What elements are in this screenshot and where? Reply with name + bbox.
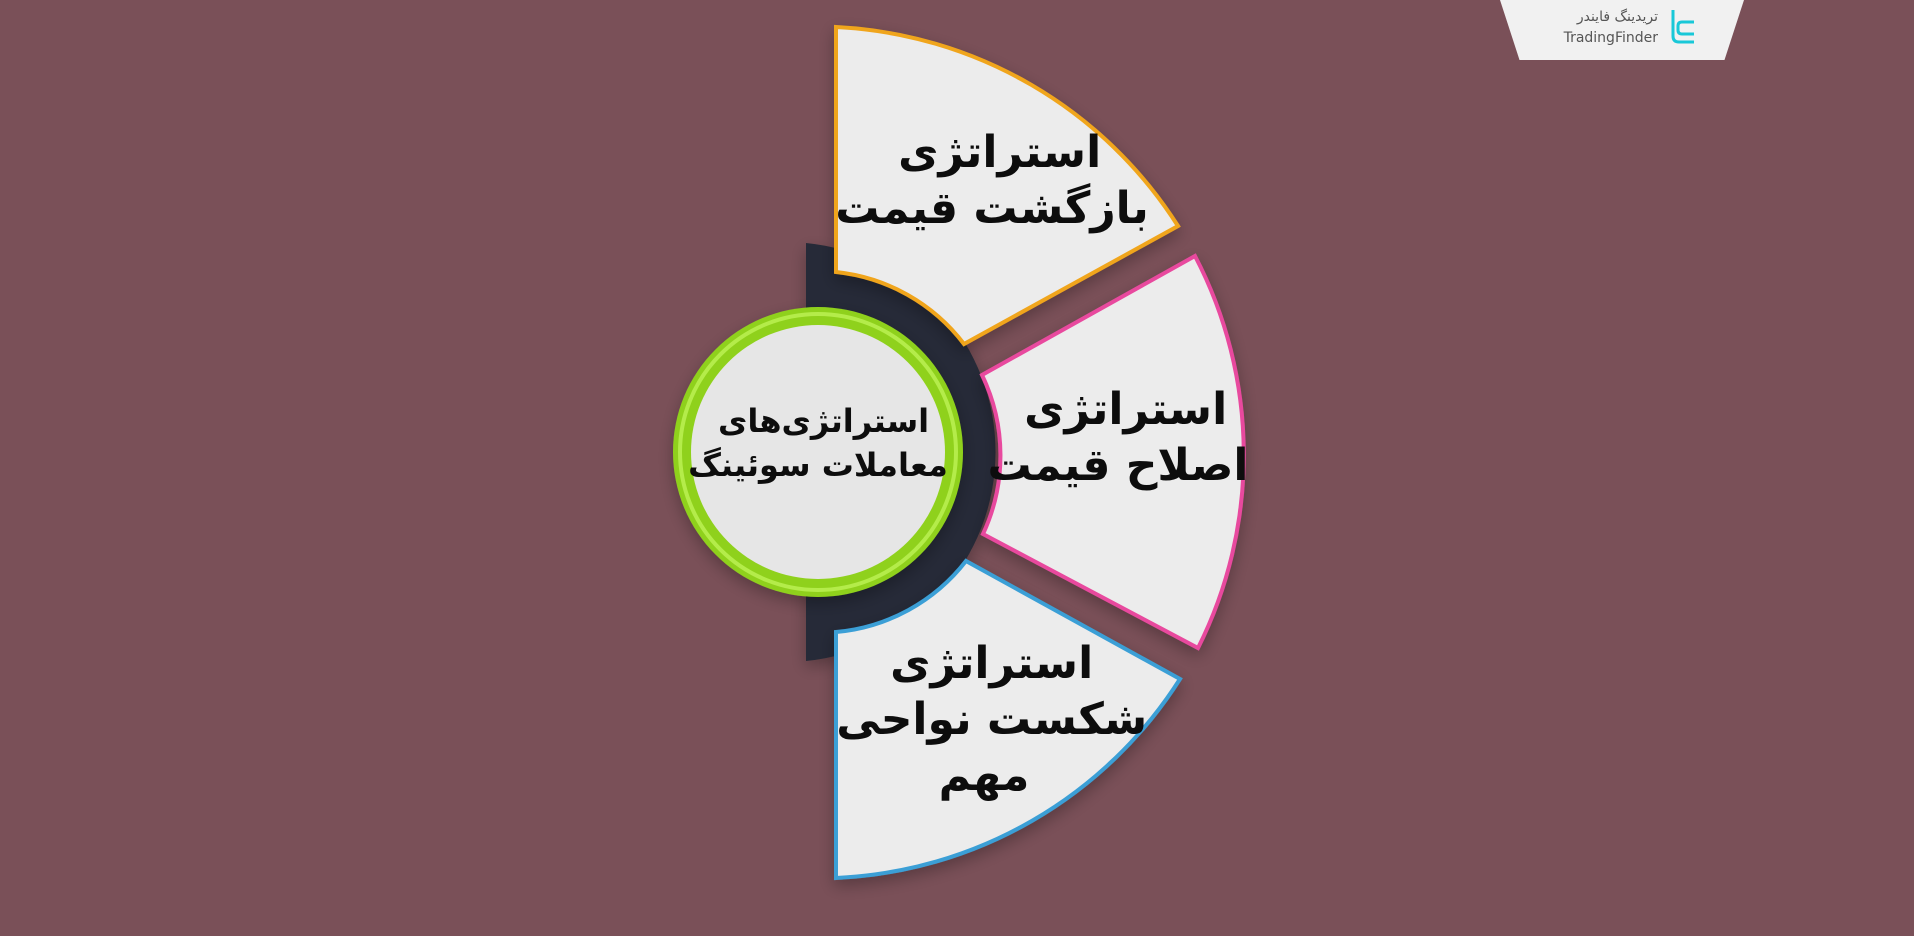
segment-title-line: شکست نواحی: [836, 694, 1147, 745]
center-face: [691, 325, 945, 579]
center-node: استراتژی‌های معاملات سوئینگ: [673, 307, 963, 597]
svg-text:استراتژی اصلاح قیمت: استراتژی اصلاح قیمت: [988, 384, 1249, 491]
segment-title-line: استراتژی: [890, 638, 1093, 689]
svg-text:استراتژی شکست نواحی: استراتژی شکست نواحی مهم: [821, 638, 1147, 801]
segment-card: [979, 253, 1246, 651]
brand-name-en: TradingFinder: [1563, 30, 1658, 46]
center-ring-highlight: [678, 312, 958, 592]
center-title-line: معاملات سوئینگ: [688, 446, 948, 484]
svg-text:استراتژی بازگشت قیمت: استراتژی بازگشت قیمت: [835, 127, 1148, 234]
tradingfinder-logo-icon: [1671, 10, 1694, 44]
center-title-line: استراتژی‌های: [718, 402, 929, 440]
segment-price-correction: استراتژی اصلاح قیمت: [979, 253, 1249, 651]
segment-title-line: استراتژی: [898, 127, 1101, 178]
brand-logo: تریدینگ فایندر TradingFinder: [1500, 0, 1744, 60]
segment-title-line: استراتژی: [1024, 384, 1227, 435]
segment-card: [834, 558, 1183, 881]
segment-title-line: اصلاح قیمت: [988, 440, 1249, 491]
segment-price-reversal: استراتژی بازگشت قیمت: [834, 24, 1181, 347]
segment-card: [834, 24, 1181, 347]
segment-title-line: بازگشت قیمت: [835, 182, 1148, 234]
segment-key-level-breakout: استراتژی شکست نواحی مهم: [821, 558, 1183, 881]
svg-text:استراتژی‌های معاملات سوئ: استراتژی‌های معاملات سوئینگ: [688, 402, 948, 484]
segment-title-line: مهم: [939, 750, 1030, 801]
brand-name-fa: تریدینگ فایندر: [1576, 9, 1658, 25]
